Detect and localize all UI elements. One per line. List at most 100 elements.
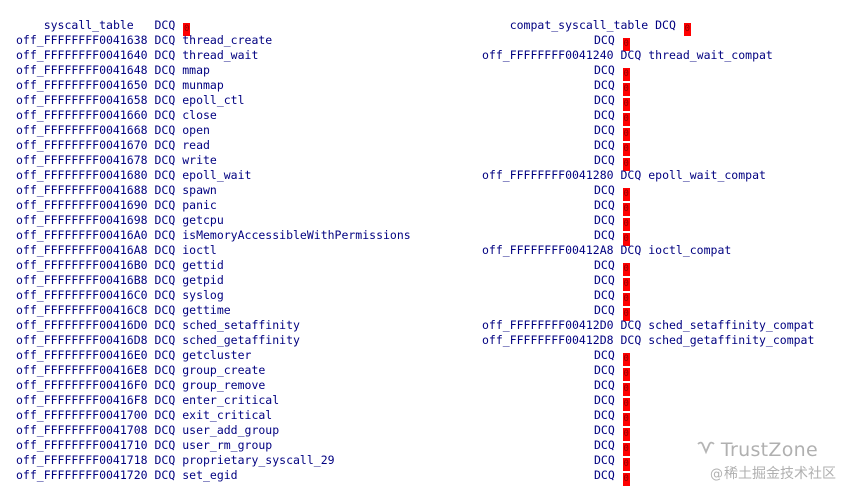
symbol-reference[interactable]: user_rm_group bbox=[182, 438, 273, 452]
listing-row[interactable]: off_FFFFFFFF0041688 DCQ spawn bbox=[16, 183, 217, 198]
listing-row[interactable]: DCQ 0 bbox=[594, 33, 630, 51]
listing-row[interactable]: DCQ 0 bbox=[594, 108, 630, 126]
listing-row[interactable]: off_FFFFFFFF0041708 DCQ user_add_group bbox=[16, 423, 279, 438]
row-label[interactable]: off_FFFFFFFF0041688 bbox=[16, 183, 148, 197]
listing-row[interactable]: off_FFFFFFFF00416B0 DCQ gettid bbox=[16, 258, 224, 273]
listing-row[interactable]: off_FFFFFFFF00416E8 DCQ group_create bbox=[16, 363, 265, 378]
row-label[interactable]: off_FFFFFFFF0041280 bbox=[482, 168, 614, 182]
listing-row[interactable]: off_FFFFFFFF0041640 DCQ thread_wait bbox=[16, 48, 258, 63]
listing-row[interactable]: DCQ 0 bbox=[594, 93, 630, 111]
row-label[interactable]: off_FFFFFFFF0041670 bbox=[16, 138, 148, 152]
listing-row[interactable]: off_FFFFFFFF00416D8 DCQ sched_getaffinit… bbox=[16, 333, 300, 348]
listing-row[interactable]: off_FFFFFFFF0041670 DCQ read bbox=[16, 138, 210, 153]
row-label[interactable]: off_FFFFFFFF0041660 bbox=[16, 108, 148, 122]
symbol-reference[interactable]: ioctl bbox=[182, 243, 217, 257]
symbol-reference[interactable]: sched_getaffinity_compat bbox=[648, 333, 815, 347]
symbol-reference[interactable]: isMemoryAccessibleWithPermissions bbox=[182, 228, 411, 242]
compat-syscall-table-header[interactable]: compat_syscall_table DCQ 0 bbox=[482, 3, 691, 36]
listing-row[interactable]: DCQ 0 bbox=[594, 468, 630, 486]
listing-row[interactable]: DCQ 0 bbox=[594, 438, 630, 456]
listing-row[interactable]: DCQ 0 bbox=[594, 288, 630, 306]
symbol-reference[interactable]: getcluster bbox=[182, 348, 252, 362]
listing-row[interactable]: off_FFFFFFFF0041690 DCQ panic bbox=[16, 198, 217, 213]
row-label[interactable]: off_FFFFFFFF0041698 bbox=[16, 213, 148, 227]
symbol-reference[interactable]: sched_setaffinity bbox=[182, 318, 300, 332]
listing-row[interactable]: off_FFFFFFFF00416A0 DCQ isMemoryAccessib… bbox=[16, 228, 411, 243]
symbol-reference[interactable]: epoll_wait_compat bbox=[648, 168, 766, 182]
row-label[interactable]: off_FFFFFFFF00416C8 bbox=[16, 303, 148, 317]
symbol-reference[interactable]: thread_create bbox=[182, 33, 273, 47]
listing-row[interactable]: DCQ 0 bbox=[594, 258, 630, 276]
symbol-reference[interactable]: user_add_group bbox=[182, 423, 280, 437]
listing-row[interactable]: off_FFFFFFFF00416F0 DCQ group_remove bbox=[16, 378, 265, 393]
symbol-reference[interactable]: write bbox=[182, 153, 217, 167]
listing-row[interactable]: DCQ 0 bbox=[594, 63, 630, 81]
listing-row[interactable]: DCQ 0 bbox=[594, 228, 630, 246]
row-label[interactable]: off_FFFFFFFF00416B8 bbox=[16, 273, 148, 287]
listing-row[interactable]: off_FFFFFFFF00412A8 DCQ ioctl_compat bbox=[482, 243, 731, 258]
listing-row[interactable]: off_FFFFFFFF0041680 DCQ epoll_wait bbox=[16, 168, 251, 183]
listing-row[interactable]: off_FFFFFFFF0041280 DCQ epoll_wait_compa… bbox=[482, 168, 766, 183]
listing-row[interactable]: off_FFFFFFFF0041650 DCQ munmap bbox=[16, 78, 224, 93]
listing-row[interactable]: off_FFFFFFFF00416B8 DCQ getpid bbox=[16, 273, 224, 288]
symbol-reference[interactable]: sched_getaffinity bbox=[182, 333, 300, 347]
listing-row[interactable]: off_FFFFFFFF00416E0 DCQ getcluster bbox=[16, 348, 251, 363]
symbol-reference[interactable]: read bbox=[182, 138, 210, 152]
listing-row[interactable]: off_FFFFFFFF0041668 DCQ open bbox=[16, 123, 210, 138]
listing-row[interactable]: off_FFFFFFFF0041660 DCQ close bbox=[16, 108, 217, 123]
symbol-reference[interactable]: group_remove bbox=[182, 378, 266, 392]
symbol-reference[interactable]: exit_critical bbox=[182, 408, 273, 422]
listing-row[interactable]: off_FFFFFFFF0041698 DCQ getcpu bbox=[16, 213, 224, 228]
listing-row[interactable]: DCQ 0 bbox=[594, 363, 630, 381]
listing-row[interactable]: off_FFFFFFFF00416D0 DCQ sched_setaffinit… bbox=[16, 318, 300, 333]
row-label[interactable]: off_FFFFFFFF0041648 bbox=[16, 63, 148, 77]
listing-row[interactable]: off_FFFFFFFF0041648 DCQ mmap bbox=[16, 63, 210, 78]
listing-row[interactable]: off_FFFFFFFF00416C8 DCQ gettime bbox=[16, 303, 231, 318]
listing-row[interactable]: DCQ 0 bbox=[594, 78, 630, 96]
row-label[interactable]: off_FFFFFFFF0041680 bbox=[16, 168, 148, 182]
listing-row[interactable]: off_FFFFFFFF0041240 DCQ thread_wait_comp… bbox=[482, 48, 773, 63]
listing-row[interactable]: DCQ 0 bbox=[594, 273, 630, 291]
row-label[interactable]: off_FFFFFFFF00412D0 bbox=[482, 318, 614, 332]
symbol-reference[interactable]: thread_wait bbox=[182, 48, 259, 62]
listing-row[interactable]: DCQ 0 bbox=[594, 393, 630, 411]
table-name[interactable]: compat_syscall_table bbox=[509, 18, 649, 32]
symbol-reference[interactable]: getcpu bbox=[182, 213, 224, 227]
symbol-reference[interactable]: epoll_wait bbox=[182, 168, 252, 182]
symbol-reference[interactable]: open bbox=[182, 123, 210, 137]
listing-row[interactable]: off_FFFFFFFF0041678 DCQ write bbox=[16, 153, 217, 168]
row-label[interactable]: off_FFFFFFFF0041658 bbox=[16, 93, 148, 107]
symbol-reference[interactable]: epoll_ctl bbox=[182, 93, 245, 107]
symbol-reference[interactable]: proprietary_syscall_29 bbox=[182, 453, 335, 467]
listing-row[interactable]: DCQ 0 bbox=[594, 183, 630, 201]
listing-row[interactable]: off_FFFFFFFF00416C0 DCQ syslog bbox=[16, 288, 224, 303]
row-label[interactable]: off_FFFFFFFF00416A8 bbox=[16, 243, 148, 257]
symbol-reference[interactable]: spawn bbox=[182, 183, 217, 197]
listing-row[interactable]: DCQ 0 bbox=[594, 198, 630, 216]
symbol-reference[interactable]: syslog bbox=[182, 288, 224, 302]
listing-row[interactable]: off_FFFFFFFF0041658 DCQ epoll_ctl bbox=[16, 93, 245, 108]
listing-row[interactable]: off_FFFFFFFF0041638 DCQ thread_create bbox=[16, 33, 272, 48]
listing-row[interactable]: off_FFFFFFFF0041718 DCQ proprietary_sysc… bbox=[16, 453, 335, 468]
listing-row[interactable]: off_FFFFFFFF0041710 DCQ user_rm_group bbox=[16, 438, 272, 453]
row-label[interactable]: off_FFFFFFFF0041710 bbox=[16, 438, 148, 452]
row-label[interactable]: off_FFFFFFFF00412D8 bbox=[482, 333, 614, 347]
listing-row[interactable]: DCQ 0 bbox=[594, 123, 630, 141]
listing-row[interactable]: DCQ 0 bbox=[594, 408, 630, 426]
listing-row[interactable]: DCQ 0 bbox=[594, 213, 630, 231]
symbol-reference[interactable]: sched_setaffinity_compat bbox=[648, 318, 815, 332]
row-label[interactable]: off_FFFFFFFF00416B0 bbox=[16, 258, 148, 272]
row-label[interactable]: off_FFFFFFFF0041708 bbox=[16, 423, 148, 437]
listing-row[interactable]: off_FFFFFFFF00412D0 DCQ sched_setaffinit… bbox=[482, 318, 814, 333]
symbol-reference[interactable]: panic bbox=[182, 198, 217, 212]
listing-row[interactable]: off_FFFFFFFF0041720 DCQ set_egid bbox=[16, 468, 238, 483]
row-label[interactable]: off_FFFFFFFF0041720 bbox=[16, 468, 148, 482]
symbol-reference[interactable]: set_egid bbox=[182, 468, 238, 482]
row-label[interactable]: off_FFFFFFFF0041240 bbox=[482, 48, 614, 62]
listing-row[interactable]: off_FFFFFFFF00412D8 DCQ sched_getaffinit… bbox=[482, 333, 814, 348]
row-label[interactable]: off_FFFFFFFF0041700 bbox=[16, 408, 148, 422]
listing-row[interactable]: off_FFFFFFFF0041700 DCQ exit_critical bbox=[16, 408, 272, 423]
row-label[interactable]: off_FFFFFFFF0041650 bbox=[16, 78, 148, 92]
symbol-reference[interactable]: enter_critical bbox=[182, 393, 280, 407]
symbol-reference[interactable]: gettime bbox=[182, 303, 231, 317]
